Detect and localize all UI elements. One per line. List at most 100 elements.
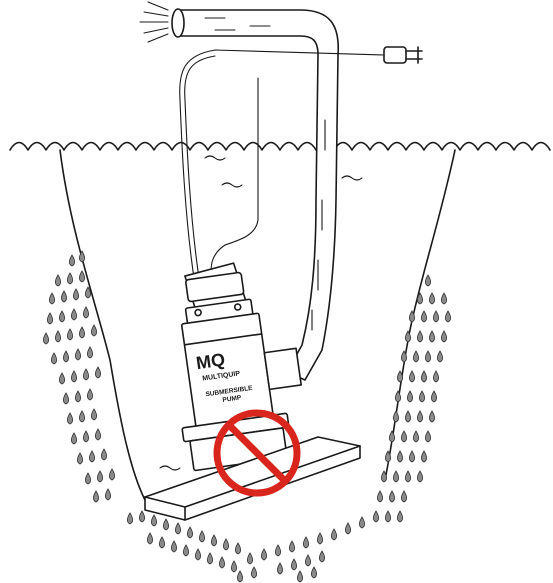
water-droplet-icon xyxy=(70,308,78,321)
water-droplet-icon xyxy=(234,542,242,555)
water-droplet-icon xyxy=(86,388,94,401)
water-droplet-icon xyxy=(60,290,68,303)
water-droplet-icon xyxy=(158,536,166,549)
water-surface xyxy=(9,141,551,471)
water-droplet-icon xyxy=(250,566,258,579)
water-droplet-icon xyxy=(388,490,396,503)
water-droplet-icon xyxy=(430,390,438,403)
water-droplet-icon xyxy=(432,310,440,323)
water-droplet-icon xyxy=(440,330,448,343)
water-droplet-icon xyxy=(344,522,352,535)
water-droplet-icon xyxy=(444,310,452,323)
water-droplet-icon xyxy=(84,472,92,485)
water-droplet-icon xyxy=(236,570,244,583)
power-cord xyxy=(179,46,423,286)
water-droplet-icon xyxy=(218,556,226,569)
water-droplet-icon xyxy=(138,510,146,523)
water-droplet-icon xyxy=(162,518,170,531)
submersible-pump: MQ MULTIQUIP SUBMERSIBLE PUMP xyxy=(180,262,302,472)
water-droplet-icon xyxy=(74,390,82,403)
water-droplet-icon xyxy=(88,450,96,463)
water-droplet-icon xyxy=(100,448,108,461)
water-droplet-icon xyxy=(416,330,424,343)
water-droplet-icon xyxy=(396,370,404,383)
water-droplet-icon xyxy=(276,562,284,575)
water-droplet-icon xyxy=(62,392,70,405)
water-droplet-icon xyxy=(404,410,412,423)
water-spray xyxy=(139,1,169,43)
water-droplet-icon xyxy=(412,430,420,443)
water-droplet-icon xyxy=(420,450,428,463)
water-droplet-icon xyxy=(288,540,296,553)
water-droplet-icon xyxy=(66,412,74,425)
water-droplet-icon xyxy=(428,410,436,423)
water-droplet-icon xyxy=(150,514,158,527)
water-droplet-icon xyxy=(186,526,194,539)
water-droplet-icon xyxy=(90,324,98,337)
water-droplet-icon xyxy=(428,330,436,343)
water-droplet-icon xyxy=(302,536,310,549)
water-droplet-icon xyxy=(392,410,400,423)
plug-icon xyxy=(383,46,407,64)
water-droplet-icon xyxy=(54,274,62,287)
water-droplet-icon xyxy=(400,430,408,443)
water-droplet-icon xyxy=(416,292,424,305)
water-droplet-icon xyxy=(194,548,202,561)
brand-logo: MQ xyxy=(195,349,227,373)
water-droplet-icon xyxy=(82,306,90,319)
water-droplet-icon xyxy=(304,554,312,567)
water-droplet-icon xyxy=(68,254,76,267)
water-droplet-icon xyxy=(66,328,74,341)
base-plank xyxy=(144,436,361,521)
water-droplet-icon xyxy=(94,366,102,379)
water-droplet-icon xyxy=(50,352,58,365)
discharge-hose xyxy=(171,8,340,381)
water-droplet-icon xyxy=(404,330,412,343)
water-droplet-icon xyxy=(416,410,424,423)
water-droplet-icon xyxy=(174,522,182,535)
water-droplet-icon xyxy=(78,326,86,339)
water-droplet-icon xyxy=(408,370,416,383)
water-droplet-icon xyxy=(330,528,338,541)
water-droplet-icon xyxy=(396,510,404,523)
water-droplet-icon xyxy=(412,350,420,363)
water-droplet-icon xyxy=(384,510,392,523)
water-droplet-icon xyxy=(90,408,98,421)
water-droplet-icon xyxy=(70,432,78,445)
water-droplet-icon xyxy=(94,428,102,441)
water-droplet-icon xyxy=(72,288,80,301)
water-droplet-icon xyxy=(82,368,90,381)
water-droplet-icon xyxy=(440,292,448,305)
water-droplet-icon xyxy=(76,452,84,465)
water-droplet-icon xyxy=(82,430,90,443)
water-droplet-icon xyxy=(432,370,440,383)
water-droplet-icon xyxy=(78,270,86,283)
water-droplet-icon xyxy=(316,532,324,545)
water-droplet-icon xyxy=(42,332,50,345)
water-droplet-icon xyxy=(400,350,408,363)
water-droplet-icon xyxy=(78,410,86,423)
water-droplet-icon xyxy=(436,350,444,363)
water-droplet-icon xyxy=(74,348,82,361)
water-droplet-icon xyxy=(170,540,178,553)
water-droplet-icon xyxy=(318,550,326,563)
water-droplet-icon xyxy=(222,538,230,551)
water-droplet-icon xyxy=(310,566,318,579)
water-droplet-icon xyxy=(182,544,190,557)
water-droplet-icon xyxy=(388,430,396,443)
water-droplet-icon xyxy=(78,250,86,263)
water-droplet-icon xyxy=(48,292,56,305)
water-droplet-icon xyxy=(376,490,384,503)
water-droplet-icon xyxy=(54,330,62,343)
water-droplet-icon xyxy=(424,350,432,363)
water-droplet-icon xyxy=(396,450,404,463)
water-droplet-icon xyxy=(404,470,412,483)
water-droplet-icon xyxy=(230,560,238,573)
water-droplet-icon xyxy=(260,548,268,561)
water-droplet-icon xyxy=(84,286,92,299)
water-droplet-icon xyxy=(108,468,116,481)
water-droplet-icon xyxy=(246,552,254,565)
water-droplet-icon xyxy=(290,558,298,571)
